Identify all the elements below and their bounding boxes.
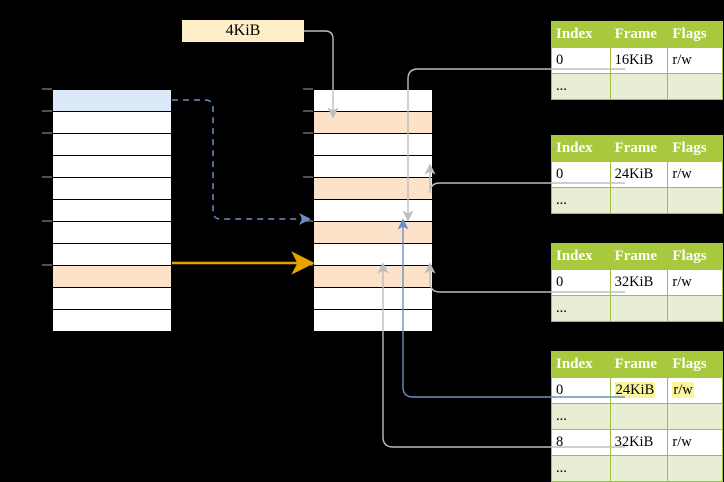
label-4kib: 4KiB — [182, 20, 304, 42]
table-cell: r/w — [667, 429, 723, 456]
virtual-page-row — [52, 287, 172, 310]
table-cell: 0 — [551, 377, 611, 404]
table-cell: 24KiB — [609, 377, 669, 404]
table-cell: ... — [551, 187, 611, 214]
physical-frame-row — [313, 309, 433, 332]
connector-virtual-blue-dashed — [172, 99, 311, 225]
physical-memory-column — [313, 89, 433, 332]
column-header-frame: Frame — [609, 21, 669, 48]
virtual-page-row — [52, 133, 172, 156]
table-cell: 32KiB — [609, 429, 669, 456]
physical-frame-row — [313, 89, 433, 112]
virtual-page-row — [52, 199, 172, 222]
table-cell: 16KiB — [609, 47, 669, 74]
column-header-flags: Flags — [667, 135, 723, 162]
table-cell: ... — [551, 403, 611, 430]
table-cell — [609, 295, 669, 322]
virtual-page-row — [52, 265, 172, 288]
table-cell — [609, 73, 669, 100]
virtual-page-row — [52, 155, 172, 178]
physical-frame-row — [313, 221, 433, 244]
table-cell — [667, 295, 723, 322]
virtual-page-row — [52, 111, 172, 134]
column-header-flags: Flags — [667, 351, 723, 378]
table-row: ... — [551, 455, 723, 482]
column-header-index: Index — [551, 135, 611, 162]
table-cell: r/w — [667, 47, 723, 74]
physical-frame-row — [313, 133, 433, 156]
column-header-flags: Flags — [667, 243, 723, 270]
table-cell — [667, 73, 723, 100]
column-header-index: Index — [551, 21, 611, 48]
left-column-ticks — [42, 88, 52, 266]
virtual-page-row — [52, 243, 172, 266]
table-cell: 0 — [551, 161, 611, 188]
table-cell: ... — [551, 73, 611, 100]
column-header-index: Index — [551, 351, 611, 378]
virtual-page-row — [52, 89, 172, 112]
column-header-flags: Flags — [667, 21, 723, 48]
physical-frame-row — [313, 287, 433, 310]
table-cell — [609, 455, 669, 482]
physical-frame-row — [313, 111, 433, 134]
table-cell: r/w — [667, 269, 723, 296]
table-cell — [667, 455, 723, 482]
column-header-index: Index — [551, 243, 611, 270]
table-row: ... — [551, 295, 723, 322]
column-header-frame: Frame — [609, 135, 669, 162]
virtual-page-row — [52, 177, 172, 200]
highlighted-value: 24KiB — [614, 381, 656, 398]
virtual-address-space-column — [52, 89, 172, 332]
table-row: ... — [551, 187, 723, 214]
table-cell: 8 — [551, 429, 611, 456]
table-cell: r/w — [667, 161, 723, 188]
table-cell — [609, 187, 669, 214]
table-cell — [667, 187, 723, 214]
virtual-page-row — [52, 221, 172, 244]
physical-frame-row — [313, 243, 433, 266]
table-cell: 0 — [551, 47, 611, 74]
table-cell: 0 — [551, 269, 611, 296]
column-header-frame: Frame — [609, 351, 669, 378]
physical-frame-row — [313, 265, 433, 288]
virtual-page-row — [52, 309, 172, 332]
table-cell — [667, 403, 723, 430]
middle-column-ticks — [303, 88, 313, 266]
physical-frame-row — [313, 155, 433, 178]
table-cell: 24KiB — [609, 161, 669, 188]
table-cell: ... — [551, 455, 611, 482]
table-row: ... — [551, 403, 723, 430]
physical-frame-row — [313, 199, 433, 222]
table-cell — [609, 403, 669, 430]
table-cell: r/w — [667, 377, 723, 404]
physical-frame-row — [313, 177, 433, 200]
table-cell: ... — [551, 295, 611, 322]
column-header-frame: Frame — [609, 243, 669, 270]
highlighted-value: r/w — [672, 381, 694, 398]
table-row: ... — [551, 73, 723, 100]
table-cell: 32KiB — [609, 269, 669, 296]
